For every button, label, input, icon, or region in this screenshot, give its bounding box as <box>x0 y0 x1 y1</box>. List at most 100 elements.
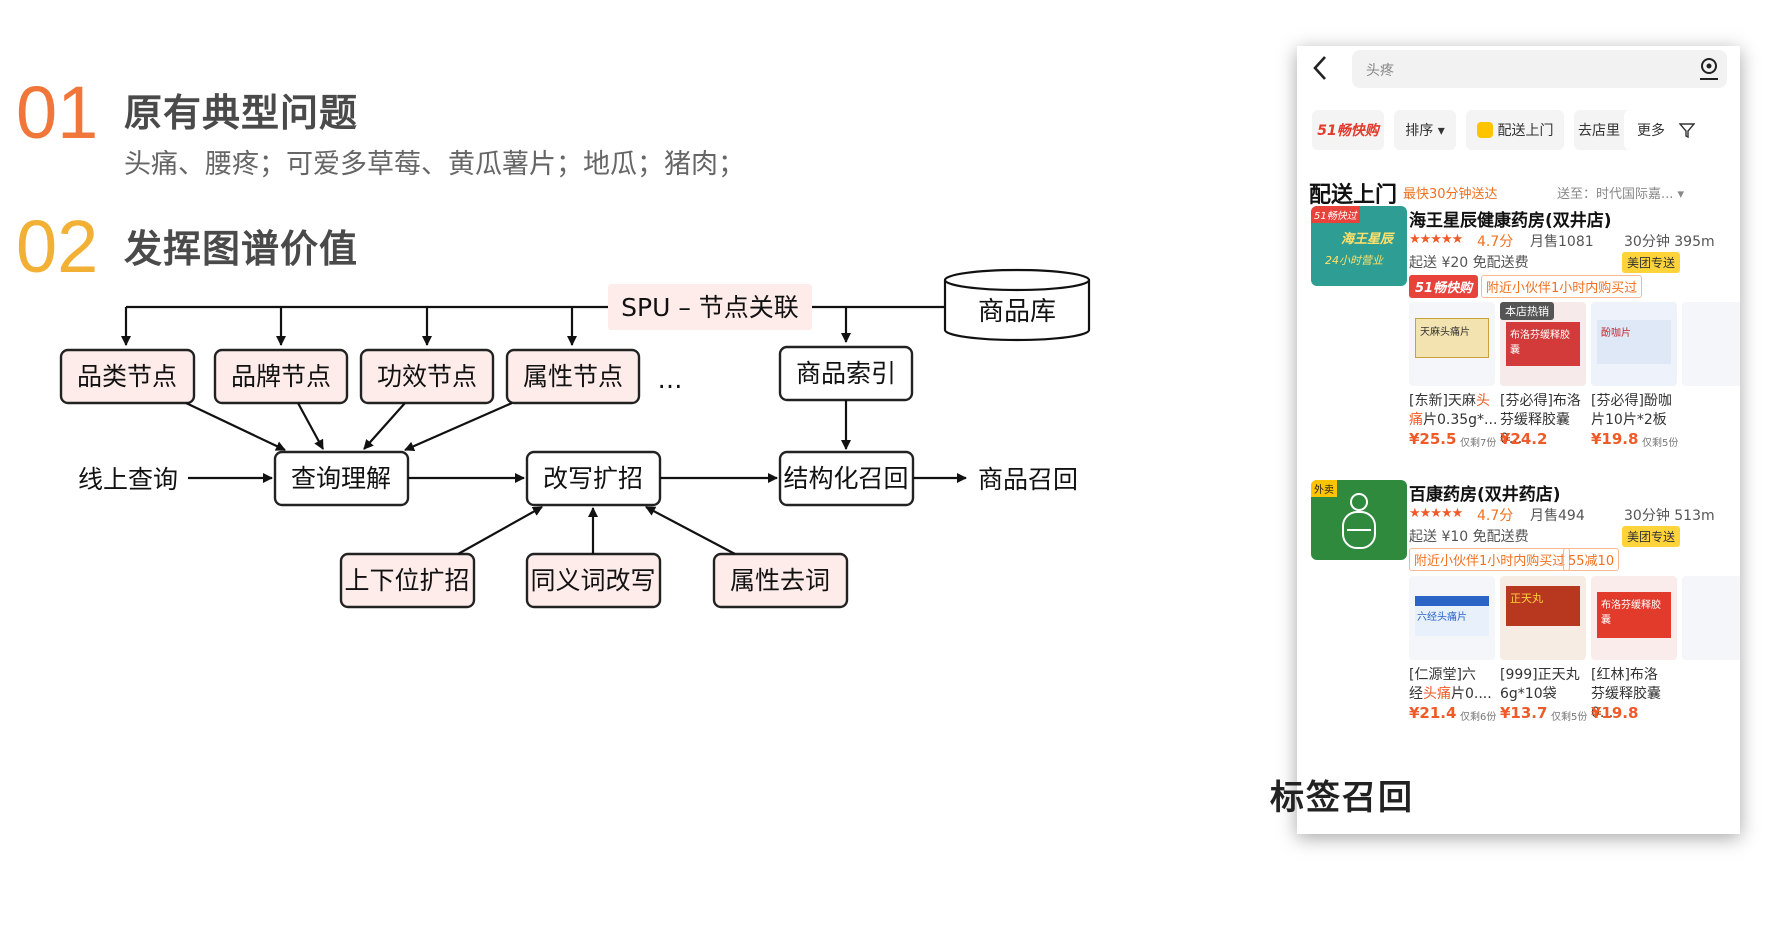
svg-text:品类节点: 品类节点 <box>77 362 177 391</box>
section-title-01: 原有典型问题 <box>124 91 359 135</box>
product-image[interactable]: 六经头痛片 <box>1409 576 1495 660</box>
store-name[interactable]: 百康药房(双井药店) <box>1409 485 1561 505</box>
section-number-01: 01 <box>16 71 99 154</box>
ellipsis-label: … <box>658 365 683 394</box>
product-index-node: 商品索引 <box>778 345 914 402</box>
product-name[interactable]: [东新]天麻头痛片0.35g*... <box>1409 392 1499 430</box>
store-logo-tag: 51畅快过 <box>1311 206 1360 223</box>
product-name-part: 芬缓释胶囊0... <box>1591 686 1661 721</box>
brand-filter-chip[interactable]: 51畅快购 <box>1312 110 1384 150</box>
svg-text:上下位扩招: 上下位扩招 <box>344 566 469 595</box>
product-image-partial[interactable] <box>1682 576 1740 660</box>
product-name-part: 经 <box>1409 686 1423 702</box>
product-price: ¥19.8 <box>1591 430 1639 448</box>
edge-category-understand <box>185 402 286 451</box>
product-name-part: 片0.35g*... <box>1423 412 1498 428</box>
product-image[interactable]: 酚咖片 <box>1591 302 1677 386</box>
rewrite-expand-node: 改写扩招 <box>525 450 662 507</box>
product-name[interactable]: [红林]布洛芬缓释胶囊0... <box>1591 666 1681 723</box>
product-name-part: 6g*10袋 <box>1500 686 1557 702</box>
product-name-part: [东新]天麻 <box>1409 393 1476 409</box>
category-node: 品类节点 <box>59 348 196 405</box>
fast-buy-badge: 51畅快购 <box>1409 275 1479 298</box>
store-logo-sub: 24小时营业 <box>1325 254 1383 267</box>
product-name[interactable]: [芬必得]酚咖片10片*2板 <box>1591 392 1681 430</box>
more-filter-chip[interactable]: 更多 <box>1624 110 1678 150</box>
product-name-part: [仁源堂]六 <box>1409 667 1476 683</box>
search-input[interactable]: 头疼 <box>1352 50 1727 88</box>
delivery-icon <box>1476 122 1493 138</box>
edge-attribute-understand <box>404 401 513 452</box>
hot-seller-tag: 本店热销 <box>1500 302 1554 320</box>
back-arrow-icon[interactable] <box>1311 54 1331 82</box>
store-logo[interactable]: 51畅快过 海王星辰 24小时营业 <box>1311 206 1407 286</box>
product-box-label: 六经头痛片 <box>1415 596 1489 636</box>
product-stock-limit: 仅剩5份 <box>1551 712 1588 723</box>
svg-text:属性去词: 属性去词 <box>730 566 830 595</box>
product-name[interactable]: [仁源堂]六经头痛片0.... <box>1409 666 1499 704</box>
synonym-rewrite-node: 同义词改写 <box>525 552 662 609</box>
store-delivery-info: 起送 ¥10 免配送费 <box>1409 529 1529 545</box>
section-heading: 配送上门 <box>1309 183 1398 208</box>
product-price: ¥25.5 <box>1409 430 1457 448</box>
product-box-label: 天麻头痛片 <box>1415 318 1489 358</box>
store-promo: 附近小伙伴1小时内购买过 <box>1481 275 1643 298</box>
product-box-label: 酚咖片 <box>1597 320 1671 364</box>
delivery-filter-chip[interactable]: 配送上门 <box>1466 110 1564 150</box>
product-name-part: 芬缓释胶囊0... <box>1500 412 1570 447</box>
product-image-partial[interactable] <box>1682 302 1740 386</box>
phone-caption: 标签召回 <box>1270 778 1414 818</box>
product-stock-limit: 仅剩5份 <box>1642 438 1679 449</box>
product-name[interactable]: [芬必得]布洛芬缓释胶囊0... <box>1500 392 1590 449</box>
hypernym-expand-node: 上下位扩招 <box>339 552 476 609</box>
store-delivery-info: 起送 ¥20 免配送费 <box>1409 255 1529 271</box>
store-distance: 30分钟 395m <box>1624 234 1715 250</box>
rating-stars-icon: ★★★★★ <box>1409 232 1463 247</box>
meituan-delivery-badge: 美团专送 <box>1622 526 1681 547</box>
meituan-delivery-badge: 美团专送 <box>1622 252 1681 273</box>
product-image[interactable]: 天麻头痛片 <box>1409 302 1495 386</box>
edge-attrremove-rewrite <box>645 506 736 555</box>
delivery-filter-label: 配送上门 <box>1497 123 1554 139</box>
product-box-label: 布洛芬缓释胶囊 <box>1597 592 1671 638</box>
product-name-part: [芬必得]布洛 <box>1500 393 1581 409</box>
edge-brand-understand <box>297 402 324 450</box>
section-tagline: 最快30分钟送达 <box>1403 187 1498 202</box>
flow-diagram: SPU – 节点关联 商品库 品类节点 品牌节点 功效节点 属性节点 … 商品索… <box>59 268 1091 609</box>
product-image[interactable]: 正天丸 <box>1500 576 1586 660</box>
product-name-part: 片0.... <box>1451 686 1492 702</box>
store-discount-promo: 55减10 <box>1563 548 1620 571</box>
store-logo-emblem-icon <box>1342 493 1376 549</box>
svg-text:功效节点: 功效节点 <box>377 362 477 391</box>
product-stock-limit: 仅剩6份 <box>1460 712 1497 723</box>
store-name[interactable]: 海王星辰健康药房(双井店) <box>1409 211 1612 231</box>
store-distance: 30分钟 513m <box>1624 508 1715 524</box>
product-db-cylinder: 商品库 <box>943 268 1091 342</box>
product-price: ¥13.7 <box>1500 704 1548 722</box>
svg-text:查询理解: 查询理解 <box>291 464 391 493</box>
query-understand-node: 查询理解 <box>273 450 410 507</box>
phone-screenshot: 头疼 51畅快购 排序 ▾ 配送上门 去店里 更多 配送上门 最快30分钟送达 … <box>1297 46 1740 834</box>
filter-funnel-icon[interactable] <box>1679 122 1695 138</box>
store-logo[interactable]: 外卖 <box>1311 480 1407 560</box>
sort-filter-chip[interactable]: 排序 ▾ <box>1394 110 1456 150</box>
edge-effect-understand <box>363 402 406 450</box>
deliver-to-selector[interactable]: 送至：时代国际嘉... ▾ <box>1557 187 1685 202</box>
spu-node: SPU – 节点关联 <box>608 284 812 330</box>
product-stock-limit: 仅剩7份 <box>1460 438 1497 449</box>
store-monthly-sales: 月售1081 <box>1530 234 1594 250</box>
product-name-part: [红林]布洛 <box>1591 667 1658 683</box>
product-name-highlight: 痛 <box>1409 412 1423 428</box>
rating-stars-icon: ★★★★★ <box>1409 506 1463 521</box>
store-logo-tag: 外卖 <box>1311 480 1337 497</box>
svg-text:商品库: 商品库 <box>978 297 1056 327</box>
store-promo: 附近小伙伴1小时内购买过 <box>1409 548 1571 571</box>
product-image[interactable]: 布洛芬缓释胶囊 <box>1591 576 1677 660</box>
location-pin-icon[interactable] <box>1697 56 1721 82</box>
section-number-02: 02 <box>16 205 99 288</box>
product-name-highlight: 头痛 <box>1423 686 1451 702</box>
svg-text:属性节点: 属性节点 <box>523 362 623 391</box>
store-rating: 4.7分 <box>1477 508 1514 524</box>
product-name-highlight: 头 <box>1475 393 1490 409</box>
